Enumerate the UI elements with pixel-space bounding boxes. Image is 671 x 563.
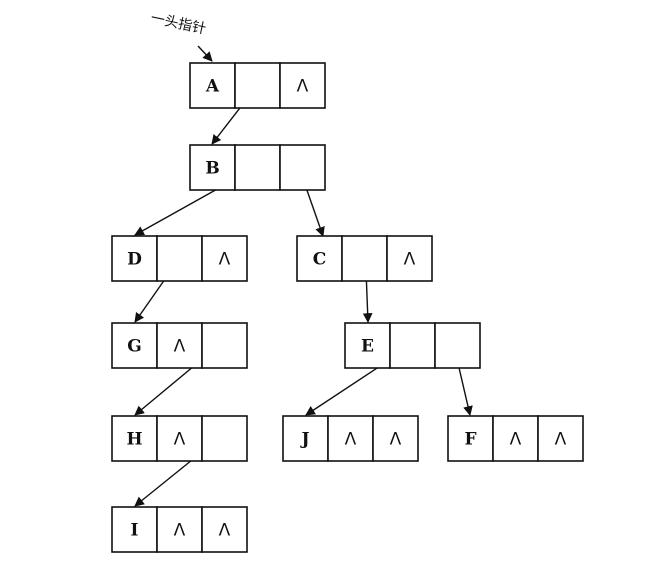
node-j-data-text: J	[299, 430, 309, 450]
node-g-left-pointer-text: Λ	[174, 337, 186, 357]
node-i-right-pointer-cell	[201, 506, 248, 553]
node-e-data-cell	[344, 322, 391, 369]
node-j-left-pointer-text: Λ	[345, 430, 357, 450]
node-a-left-pointer-cell	[234, 62, 281, 109]
node-e-data-text: E	[361, 337, 374, 357]
node-j-right-pointer-cell	[372, 415, 419, 462]
node-j-right-pointer-text: Λ	[390, 430, 402, 450]
node-e: E	[344, 322, 481, 369]
node-g-data-text: G	[127, 337, 142, 357]
node-e-right-pointer-cell	[434, 322, 481, 369]
node-i-left-pointer-text: Λ	[174, 521, 186, 541]
node-f-left-pointer-cell	[492, 415, 539, 462]
node-c-left-pointer-cell	[341, 235, 388, 282]
node-h-data-text: H	[126, 430, 142, 450]
head-pointer-arrow	[197, 45, 213, 62]
node-h-left-pointer-text: Λ	[174, 430, 186, 450]
node-d-left-pointer-cell	[156, 235, 203, 282]
node-c-right-pointer-cell	[386, 235, 433, 282]
node-b-data-text: B	[205, 159, 219, 179]
node-b-data-cell	[189, 144, 236, 191]
node-j-data-cell	[282, 415, 329, 462]
node-b-left-pointer-cell	[234, 144, 281, 191]
node-c-data-text: C	[313, 250, 327, 270]
node-f-right-pointer-cell	[537, 415, 584, 462]
node-i-right-pointer-text: Λ	[219, 521, 231, 541]
node-b-right-pointer-cell	[279, 144, 326, 191]
node-f-data-cell	[447, 415, 494, 462]
node-e-left-pointer-cell	[389, 322, 436, 369]
node-d-right-pointer-text: Λ	[219, 250, 231, 270]
node-c-right-pointer-text: Λ	[404, 250, 416, 270]
node-c-data-cell	[296, 235, 343, 282]
node-b: B	[189, 144, 326, 191]
node-d-data-cell	[111, 235, 158, 282]
node-f-left-pointer-text: Λ	[510, 430, 522, 450]
node-f-data-text: F	[464, 430, 476, 450]
node-h-right-pointer-cell	[201, 415, 248, 462]
node-a-right-pointer-cell	[279, 62, 326, 109]
node-d-right-pointer-cell	[201, 235, 248, 282]
node-a-right-pointer-text: Λ	[297, 77, 309, 97]
node-i-data-text: I	[131, 521, 139, 541]
node-d-data-text: D	[127, 250, 142, 270]
head-pointer: 一头指针	[149, 10, 213, 62]
node-g-left-pointer-cell	[156, 322, 203, 369]
node-g-right-pointer-cell	[201, 322, 248, 369]
node-f-right-pointer-text: Λ	[555, 430, 567, 450]
head-pointer-label: 一头指针	[149, 10, 207, 37]
node-a-data-text: A	[205, 77, 220, 97]
node-h-data-cell	[111, 415, 158, 462]
